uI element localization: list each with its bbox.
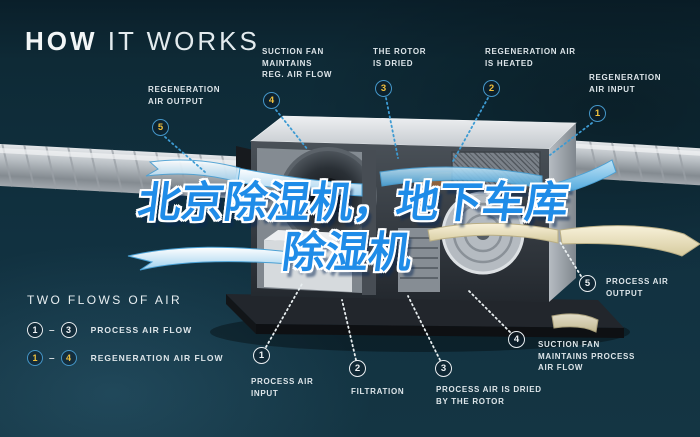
badge-proc-4: 4: [508, 331, 525, 348]
badge-proc-2: 2: [349, 360, 366, 377]
label-regeneration-air-output: REGENERATION AIR OUTPUT: [148, 85, 221, 106]
label-suction-fan-reg: SUCTION FAN MAINTAINS REG. AIR FLOW: [262, 47, 333, 80]
label-process-air-dried: PROCESS AIR IS DRIED BY THE ROTOR: [436, 385, 542, 406]
badge-reg-2: 2: [483, 80, 500, 97]
title-light: IT WORKS: [107, 26, 260, 56]
legend-dash: –: [49, 352, 55, 364]
legend-badge-3-white: 3: [60, 322, 77, 338]
badge-reg-5: 5: [152, 119, 169, 136]
process-input-arrow: [127, 246, 291, 271]
badge-proc-1: 1: [253, 347, 270, 364]
badge-reg-3: 3: [375, 80, 392, 97]
legend-badge-4-blue: 4: [60, 350, 77, 366]
label-process-air-input: PROCESS AIR INPUT: [251, 377, 314, 398]
headline-line-2: 除湿机: [279, 228, 415, 278]
legend-label-process: PROCESS AIR FLOW: [90, 325, 193, 335]
process-output-arrows: [427, 222, 700, 333]
legend-badge-1-white: 1: [27, 322, 43, 338]
label-regeneration-air-input: REGENERATION AIR INPUT: [589, 73, 662, 94]
badge-reg-1: 1: [589, 105, 606, 122]
legend-row-regeneration: 1 – 4 REGENERATION AIR FLOW: [27, 350, 223, 366]
callout-connectors: [164, 97, 593, 361]
badge-reg-4: 4: [263, 92, 280, 109]
legend-badge-1-blue: 1: [27, 350, 43, 366]
legend-title: TWO FLOWS OF AIR: [27, 293, 183, 307]
legend-label-regeneration: REGENERATION AIR FLOW: [90, 353, 224, 363]
page-title: HOW IT WORKS: [25, 26, 260, 57]
headline-line-1: 北京除湿机，地下车库: [135, 178, 572, 228]
badge-proc-5: 5: [579, 275, 596, 292]
label-filtration: FILTRATION: [351, 387, 405, 396]
title-bold: HOW: [25, 26, 98, 56]
label-regeneration-air-heated: REGENERATION AIR IS HEATED: [485, 47, 576, 68]
headline: 北京除湿机，地下车库 除湿机: [0, 178, 700, 278]
regeneration-flow-arrows: [145, 159, 617, 198]
badge-proc-3: 3: [435, 360, 452, 377]
legend-row-process: 1 – 3 PROCESS AIR FLOW: [27, 322, 192, 338]
legend-dash: –: [49, 324, 55, 336]
label-process-air-output: PROCESS AIR OUTPUT: [606, 277, 669, 298]
label-suction-fan-process: SUCTION FAN MAINTAINS PROCESS AIR FLOW: [538, 340, 636, 373]
label-rotor-is-dried: THE ROTOR IS DRIED: [373, 47, 427, 68]
